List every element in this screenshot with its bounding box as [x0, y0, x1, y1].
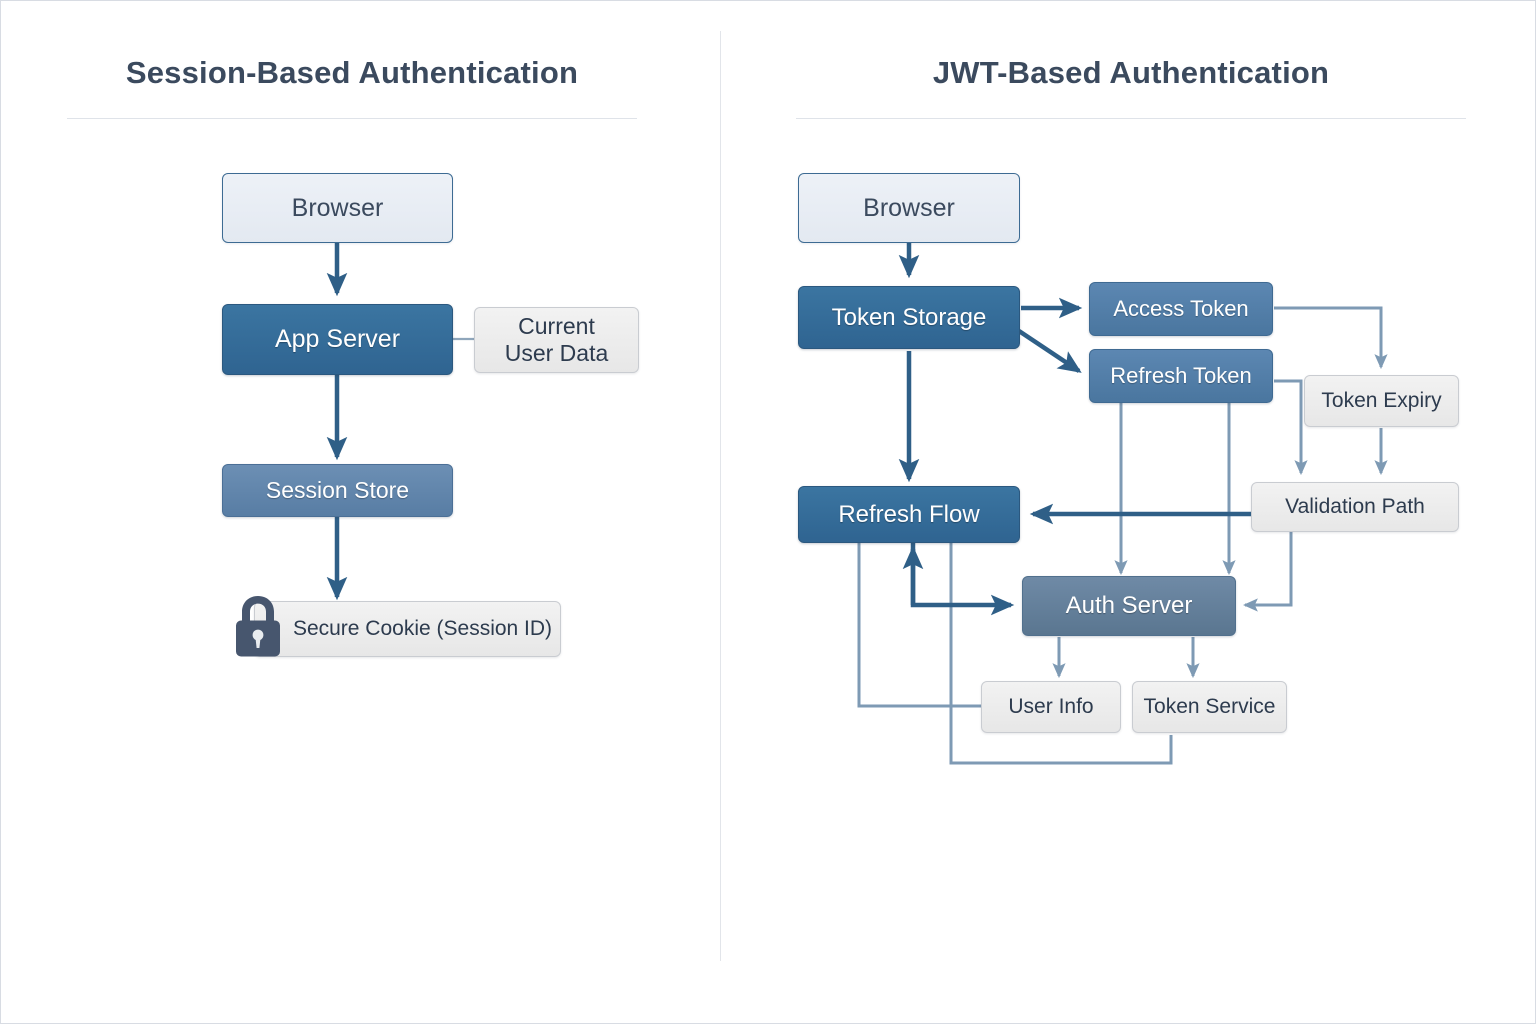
- panel-title-jwt: JWT-Based Authentication: [932, 55, 1330, 90]
- panel-title-rule-jwt: [796, 118, 1466, 119]
- node-secure-cookie[interactable]: Secure Cookie (Session ID): [254, 601, 561, 657]
- node-browser[interactable]: Browser: [222, 173, 453, 243]
- edge-access-token-to-token-expiry: [1274, 306, 1388, 370]
- node-auth-server[interactable]: Auth Server: [1022, 576, 1236, 636]
- panel-title-session: Session-Based Authentication: [125, 55, 579, 90]
- node-refresh-flow[interactable]: Refresh Flow: [798, 486, 1020, 543]
- node-access-token[interactable]: Access Token: [1089, 282, 1273, 336]
- lock-icon: [232, 593, 284, 659]
- node-browser-jwt[interactable]: Browser: [798, 173, 1020, 243]
- node-session-store[interactable]: Session Store: [222, 464, 453, 517]
- edge-token-storage-to-refresh-token: [1017, 329, 1082, 373]
- node-refresh-token[interactable]: Refresh Token: [1089, 349, 1273, 403]
- node-current-user-data[interactable]: Current User Data: [474, 307, 639, 373]
- panel-title-rule-session: [67, 118, 637, 119]
- node-user-info[interactable]: User Info: [981, 681, 1121, 733]
- edge-refresh-token-to-validation-path: [1274, 379, 1308, 476]
- node-token-service[interactable]: Token Service: [1132, 681, 1287, 733]
- node-token-expiry[interactable]: Token Expiry: [1304, 375, 1459, 427]
- edge-validation-path-to-auth-server: [1242, 531, 1293, 612]
- panel-divider: [720, 31, 721, 961]
- node-token-storage[interactable]: Token Storage: [798, 286, 1020, 349]
- node-validation-path[interactable]: Validation Path: [1251, 482, 1459, 532]
- edge-refresh-flow-to-auth-server: [910, 543, 1015, 616]
- edge-user-info-to-refresh-flow: [857, 543, 981, 708]
- node-app-server[interactable]: App Server: [222, 304, 453, 375]
